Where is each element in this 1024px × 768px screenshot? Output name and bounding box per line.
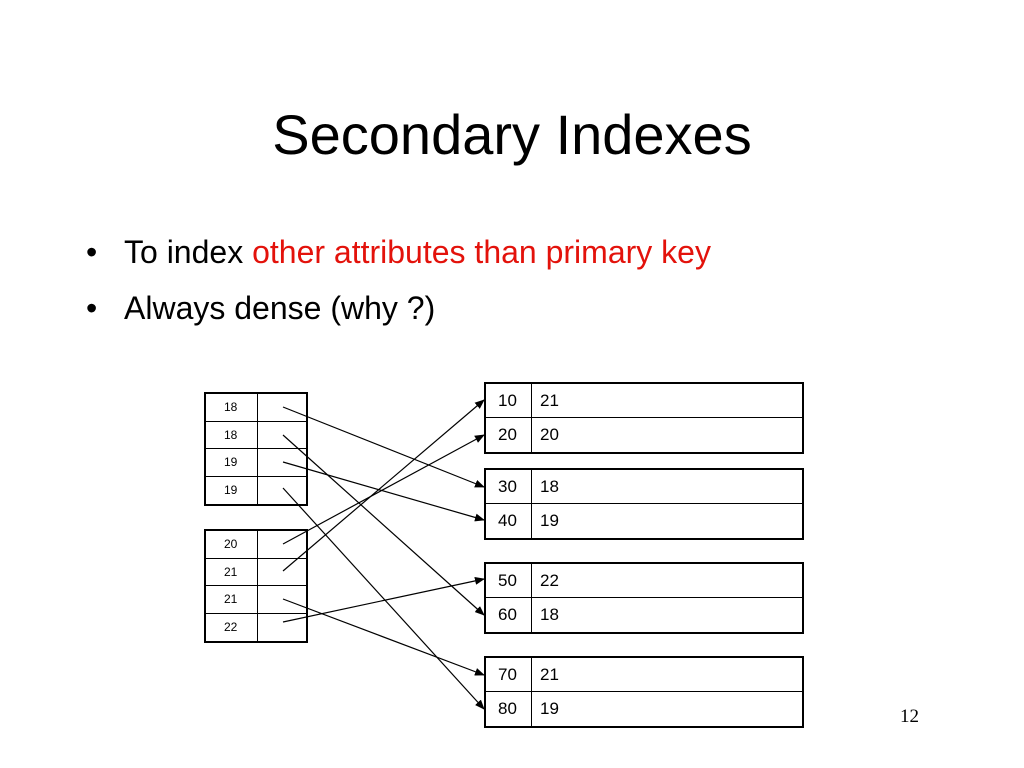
record-key: 10 — [486, 384, 532, 417]
index-entry: 18 — [206, 394, 306, 422]
bullet-text: To index — [124, 234, 253, 270]
record-key: 50 — [486, 564, 532, 597]
record-value: 20 — [540, 425, 559, 444]
pointer-arrow — [282, 434, 485, 545]
data-record: 80 19 — [486, 692, 802, 726]
index-key: 21 — [206, 558, 258, 585]
record-key: 60 — [486, 598, 532, 632]
index-block: 20 21 21 22 — [204, 529, 308, 643]
record-value: 21 — [540, 391, 559, 410]
bullet-item: • To index other attributes than primary… — [86, 232, 711, 288]
page-number: 12 — [900, 706, 919, 727]
index-entry: 19 — [206, 476, 306, 504]
data-record: 70 21 — [486, 658, 802, 692]
data-record: 10 21 — [486, 384, 802, 418]
index-entry: 21 — [206, 586, 306, 614]
pointer-arrow — [282, 399, 485, 572]
record-key: 80 — [486, 692, 532, 726]
bullet-text: Always dense (why ?) — [124, 290, 436, 326]
record-value: 18 — [540, 605, 559, 624]
index-key: 19 — [206, 476, 258, 504]
index-key: 21 — [206, 586, 258, 613]
index-entry: 20 — [206, 531, 306, 559]
record-value: 21 — [540, 665, 559, 684]
index-key: 20 — [206, 531, 258, 558]
data-record: 30 18 — [486, 470, 802, 504]
data-block: 30 18 40 19 — [484, 468, 804, 540]
pointer-arrow — [282, 461, 485, 522]
bullet-marker: • — [86, 290, 98, 326]
slide-title: Secondary Indexes — [272, 103, 752, 166]
index-key: 18 — [206, 421, 258, 448]
data-block: 50 22 60 18 — [484, 562, 804, 634]
pointer-arrow — [282, 487, 485, 710]
bullet-marker: • — [86, 234, 98, 270]
pointer-arrow — [282, 434, 485, 616]
data-record: 60 18 — [486, 598, 802, 632]
data-record: 40 19 — [486, 504, 802, 538]
bullet-highlight-text: other attributes than primary key — [252, 234, 711, 270]
record-key: 70 — [486, 658, 532, 691]
index-entry: 22 — [206, 613, 306, 641]
record-value: 22 — [540, 571, 559, 590]
record-value: 19 — [540, 699, 559, 718]
record-key: 30 — [486, 470, 532, 503]
pointer-arrow — [282, 406, 485, 488]
bullet-item: • Always dense (why ?) — [86, 288, 711, 344]
index-key: 18 — [206, 394, 258, 421]
record-key: 20 — [486, 418, 532, 452]
index-key: 22 — [206, 613, 258, 641]
index-entry: 19 — [206, 449, 306, 477]
index-entry: 21 — [206, 558, 306, 586]
record-value: 18 — [540, 477, 559, 496]
bullet-list: • To index other attributes than primary… — [86, 232, 711, 344]
record-value: 19 — [540, 511, 559, 530]
data-record: 50 22 — [486, 564, 802, 598]
index-block: 18 18 19 19 — [204, 392, 308, 506]
record-key: 40 — [486, 504, 532, 538]
pointer-arrow — [282, 598, 485, 676]
index-entry: 18 — [206, 421, 306, 449]
data-block: 70 21 80 19 — [484, 656, 804, 728]
pointer-arrow — [282, 576, 485, 623]
index-key: 19 — [206, 449, 258, 476]
